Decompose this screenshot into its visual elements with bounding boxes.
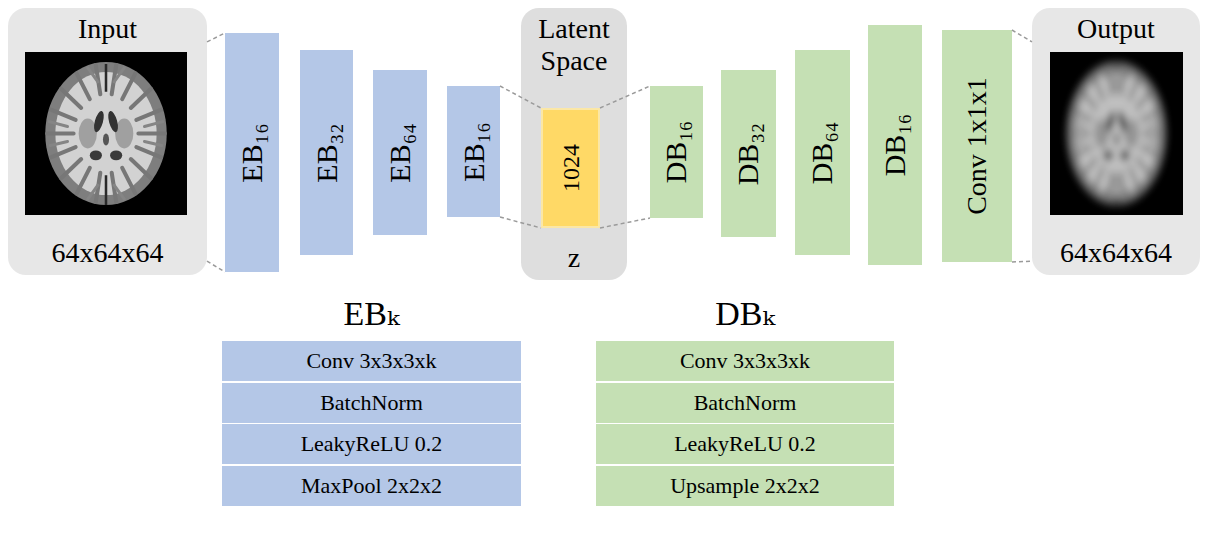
panel-title: Output <box>1077 13 1155 45</box>
block-label: EB₃₂ <box>312 123 342 182</box>
dimension-label: 64x64x64 <box>52 237 164 269</box>
panel-title: Input <box>78 13 137 45</box>
layer-cell: BatchNorm <box>596 383 894 423</box>
input-mri-slice <box>25 52 187 215</box>
block-label: EB₁₆ <box>237 123 267 182</box>
projection-line <box>207 33 225 42</box>
image-background <box>25 52 187 215</box>
layer-cell: MaxPool 2x2x2 <box>222 466 521 506</box>
layer-cell: LeakyReLU 0.2 <box>222 424 521 464</box>
block-label: EB₆₄ <box>385 123 415 182</box>
layer-name: LeakyReLU 0.2 <box>301 431 443 456</box>
table-heading: EBₖ <box>344 292 400 336</box>
block-label: DB₁₆ <box>880 114 910 177</box>
brain-slice <box>45 62 167 205</box>
layer-cell: Conv 3x3x3xk <box>222 341 521 381</box>
projection-line <box>600 218 650 228</box>
encoder-block-detail: EBₖConv 3x3x3xkBatchNormLeakyReLU 0.2Max… <box>222 292 521 506</box>
projection-line <box>500 86 541 108</box>
layer-name: Conv 3x3x3xk <box>680 348 810 373</box>
block-label: 1024 <box>559 144 583 192</box>
block-label: DB₃₂ <box>734 122 764 185</box>
encoder-block: EB₃₂ <box>300 50 353 255</box>
layer-cell: LeakyReLU 0.2 <box>596 424 894 464</box>
variable-label: z <box>568 242 580 274</box>
output-mri-slice <box>1050 52 1183 215</box>
output-panel: Output 64x64x64 <box>1032 8 1200 275</box>
brain-slice <box>1067 62 1167 205</box>
projection-line <box>1012 260 1032 262</box>
input-panel: Input 64x64x64 <box>8 8 207 275</box>
decoder-block: DB₃₂ <box>721 70 776 237</box>
projection-line <box>600 86 650 108</box>
layer-cell: Upsample 2x2x2 <box>596 466 894 506</box>
blurred-brain <box>1067 62 1167 205</box>
block-label: DB₆₄ <box>808 121 838 184</box>
projection-line <box>1012 30 1032 42</box>
conv-block: Conv 1x1x1 <box>942 30 1012 262</box>
table-heading: DBₖ <box>715 292 775 336</box>
latent-vector: 1024 <box>541 108 600 228</box>
projection-line <box>500 217 541 228</box>
layer-name: Upsample 2x2x2 <box>670 473 820 498</box>
encoder-block: EB₆₄ <box>373 70 427 235</box>
encoder-block: EB₁₆ <box>225 33 279 272</box>
dimension-label: 64x64x64 <box>1060 237 1172 269</box>
projection-line <box>207 261 225 272</box>
layer-name: BatchNorm <box>320 390 423 415</box>
decoder-block: DB₁₆ <box>650 86 703 218</box>
panel-title: Latent Space <box>525 13 623 77</box>
decoder-block-detail: DBₖConv 3x3x3xkBatchNormLeakyReLU 0.2Ups… <box>596 292 894 506</box>
layer-cell: Conv 3x3x3xk <box>596 341 894 381</box>
block-label: DB₁₆ <box>662 121 692 184</box>
decoder-block: DB₆₄ <box>795 50 850 255</box>
image-background <box>1050 52 1183 215</box>
block-label: EB₁₆ <box>459 122 489 181</box>
encoder-block: EB₁₆ <box>447 86 500 217</box>
decoder-block: DB₁₆ <box>868 25 922 265</box>
layer-name: Conv 3x3x3xk <box>306 348 436 373</box>
latent-panel: Latent Space z 1024 <box>521 8 627 280</box>
layer-name: MaxPool 2x2x2 <box>301 473 442 498</box>
layer-cell: BatchNorm <box>222 383 521 423</box>
block-label: Conv 1x1x1 <box>963 77 991 215</box>
layer-name: BatchNorm <box>694 390 797 415</box>
layer-name: LeakyReLU 0.2 <box>674 431 816 456</box>
